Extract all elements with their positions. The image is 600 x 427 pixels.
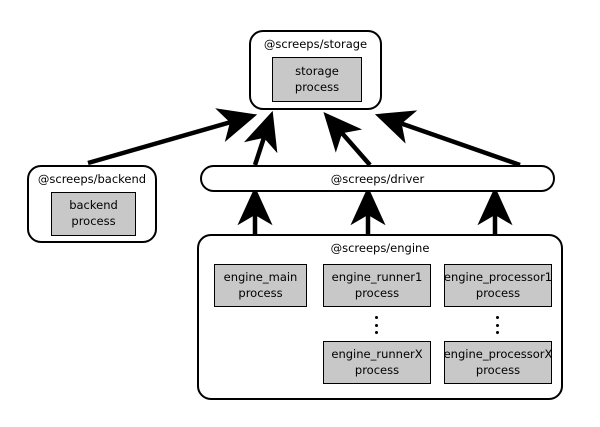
package-engine-label: @screeps/engine <box>330 241 430 255</box>
process-engine-processor1-kind: process <box>475 285 521 300</box>
process-engine-processor1[interactable]: engine_processor1 process <box>444 264 552 307</box>
process-storage-name: storage <box>295 63 339 78</box>
package-driver[interactable]: @screeps/driver <box>200 165 555 192</box>
process-backend[interactable]: backend process <box>51 192 136 236</box>
package-storage-label: @screeps/storage <box>263 37 368 51</box>
process-engine-processorX[interactable]: engine_processorX process <box>444 341 552 384</box>
edge-driver-to-storage-right <box>374 110 521 168</box>
process-storage[interactable]: storage process <box>272 57 362 102</box>
process-engine-runnerX-kind: process <box>354 362 400 377</box>
process-engine-processorX-kind: process <box>475 362 521 377</box>
package-driver-label: @screeps/driver <box>330 171 425 186</box>
edge-backend-to-storage <box>87 108 258 166</box>
package-engine[interactable]: @screeps/engine engine_main process engi… <box>197 234 563 400</box>
process-engine-runnerX-name: engine_runnerX <box>331 346 423 361</box>
process-engine-runnerX[interactable]: engine_runnerX process <box>323 341 431 384</box>
edge-driver-to-storage-mid <box>323 111 372 167</box>
process-engine-main-kind: process <box>238 285 283 300</box>
process-backend-kind: process <box>71 214 116 228</box>
process-engine-main-name: engine_main <box>223 269 298 284</box>
package-backend-label: @screeps/backend <box>37 172 147 186</box>
runner-ellipsis-icon <box>375 316 378 334</box>
processor-ellipsis-icon <box>496 316 499 334</box>
process-engine-processorX-name: engine_processorX <box>443 346 553 361</box>
process-engine-main[interactable]: engine_main process <box>214 264 307 307</box>
process-engine-processor1-name: engine_processor1 <box>443 269 553 284</box>
process-storage-kind: process <box>294 79 340 94</box>
edge-driver-to-storage-left <box>243 110 278 166</box>
process-backend-name: backend <box>69 198 118 213</box>
package-storage[interactable]: @screeps/storage storage process <box>249 30 382 110</box>
package-backend[interactable]: @screeps/backend backend process <box>27 165 157 243</box>
process-engine-runner1-kind: process <box>354 285 400 300</box>
process-engine-runner1-name: engine_runner1 <box>331 269 423 284</box>
process-engine-runner1[interactable]: engine_runner1 process <box>323 264 431 307</box>
